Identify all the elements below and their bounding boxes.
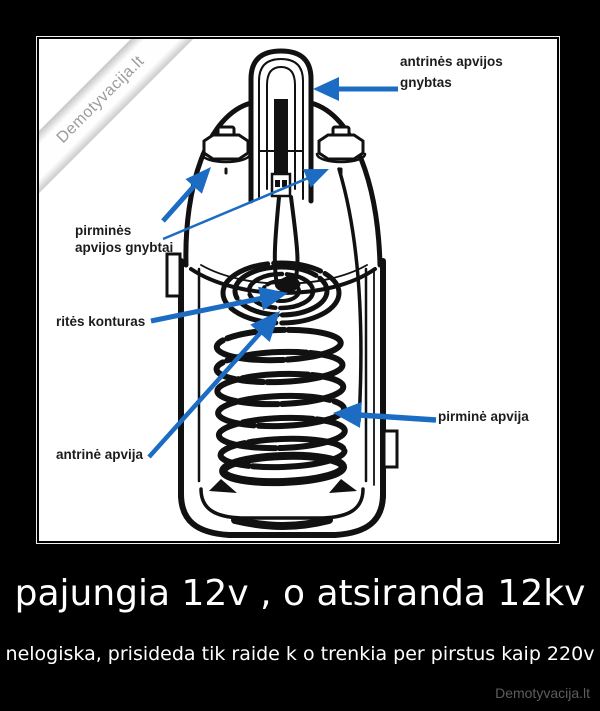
primary-terminal-nut-right (315, 125, 367, 179)
image-panel: antrinės apvijos gnybtas pirminės apvijo… (36, 36, 560, 544)
ignition-coil-diagram: antrinės apvijos gnybtas pirminės apvijo… (56, 48, 529, 538)
label-secondary-terminal-line1: antrinės apvijos (400, 54, 503, 69)
footer-watermark: Demotyvacija.lt (495, 685, 590, 701)
primary-terminal-nut-left (200, 125, 252, 179)
canister-walls (165, 252, 399, 500)
label-coil-core: ritės konturas (56, 314, 145, 329)
arrow-primary-terminal-left (161, 167, 211, 223)
label-secondary-terminal-line2: gnybtas (400, 75, 452, 90)
label-secondary-winding: antrinė apvija (56, 447, 144, 462)
arrow-primary-terminal-right (162, 169, 329, 241)
arrow-primary-winding (333, 401, 437, 428)
canister-bottom (178, 487, 386, 538)
arrow-secondary-terminal (313, 77, 398, 101)
callout-arrows (147, 77, 437, 459)
poster-subtitle: nelogiska, prisideda tik raide k o trenk… (5, 643, 595, 665)
label-primary-winding: pirminė apvija (438, 409, 529, 424)
winding-foot-left (209, 479, 237, 493)
arrow-secondary-winding (147, 311, 280, 459)
label-primary-terminals-line2: apvijos gnybtai (75, 240, 173, 255)
primary-winding-rings (213, 326, 348, 487)
poster-title: pajungia 12v , o atsiranda 12kv (14, 573, 586, 614)
label-primary-terminals-line1: pirminės (75, 223, 131, 238)
arrow-coil-core (150, 286, 288, 324)
diagram-labels: antrinės apvijos gnybtas pirminės apvijo… (56, 54, 529, 462)
winding-foot-right (329, 479, 357, 493)
secondary-terminal-tower (248, 48, 314, 204)
secondary-winding-spiral (220, 260, 342, 326)
